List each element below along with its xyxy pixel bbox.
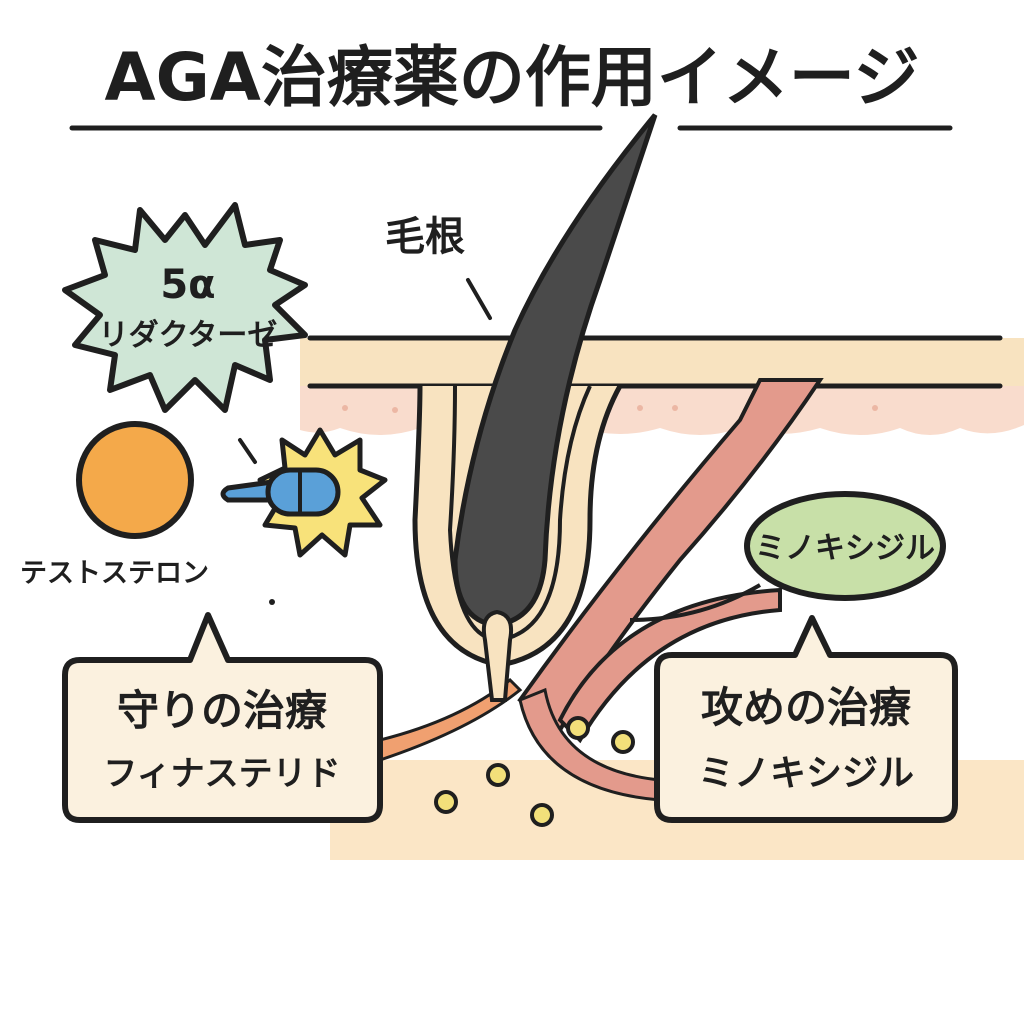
skin-dermis [300, 386, 1024, 435]
offense-title: 攻めの治療 [701, 683, 911, 732]
nerve-vessel [378, 677, 523, 763]
skin-epidermis [300, 338, 1024, 386]
defense-drug: フィナステリド [103, 754, 340, 794]
finasteride-capsule-icon [265, 467, 341, 517]
growth-factor-dots [434, 716, 635, 827]
enzyme-label-5a: 5α [160, 262, 215, 308]
dot-mark [269, 599, 275, 605]
testosterone-label: テストステロン [20, 558, 209, 589]
defense-treatment-callout [62, 612, 383, 823]
action-mark [238, 438, 257, 464]
minoxidil-pointer [629, 583, 762, 622]
hair-root-pointer [466, 278, 492, 320]
dermal-papilla [481, 609, 514, 702]
finasteride-capsule-tail [220, 479, 275, 503]
page-title: AGA治療薬の作用イメージ [104, 39, 919, 116]
skin-dots [342, 405, 878, 413]
enzyme-starburst [62, 202, 308, 413]
enzyme-label-name: リダクターゼ [99, 318, 278, 353]
defense-title: 守りの治療 [117, 686, 327, 735]
offense-drug: ミノキシジル [698, 753, 914, 794]
testosterone-molecule [76, 421, 194, 539]
offense-treatment-callout [654, 615, 958, 823]
hair-root-label: 毛根 [385, 214, 465, 260]
minoxidil-tag-label: ミノキシジル [755, 531, 935, 566]
minoxidil-tag [744, 491, 946, 601]
